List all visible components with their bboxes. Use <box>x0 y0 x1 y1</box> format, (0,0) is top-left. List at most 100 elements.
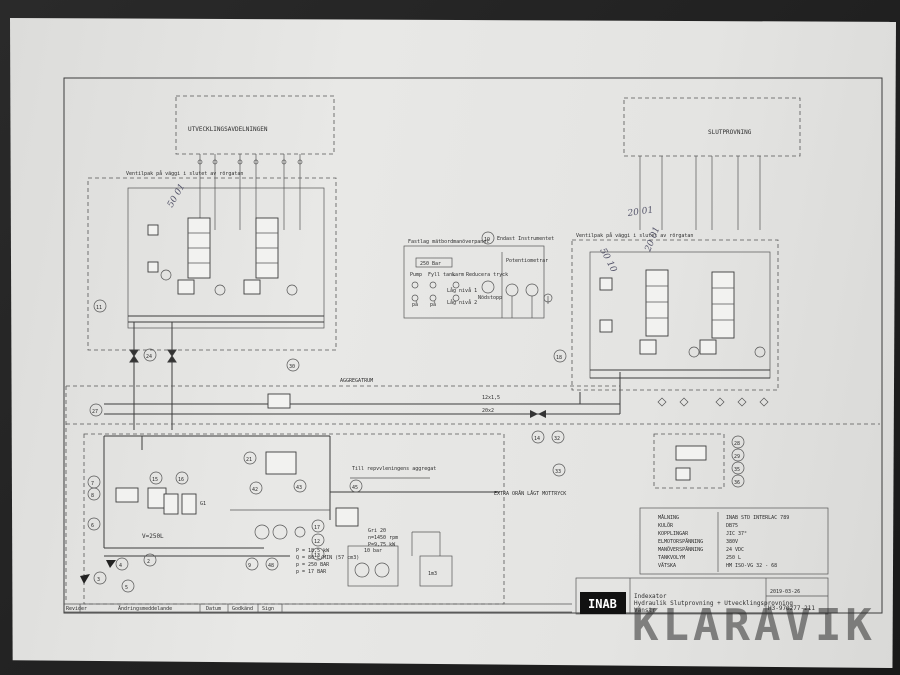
panel-title: Fastlag mätbordmanöverpanel <box>408 239 489 245</box>
right-supply-lines <box>639 156 761 230</box>
svg-text:Q = 80 L/MIN (57 cm3): Q = 80 L/MIN (57 cm3) <box>296 555 359 561</box>
svg-text:Nödstopp: Nödstopp <box>478 295 502 301</box>
svg-text:32: 32 <box>554 436 560 442</box>
watermark: KLARAVIK <box>632 600 876 651</box>
svg-text:9: 9 <box>248 563 251 569</box>
svg-text:19: 19 <box>484 237 490 243</box>
utveckling-label: UTVECKLINGSAVDELNINGEN <box>188 126 268 133</box>
revision-strip: Revider Ändringsmeddelande Datum Godkänd… <box>64 603 572 613</box>
svg-text:VÄTSKA: VÄTSKA <box>658 562 676 569</box>
svg-text:p = 250 BAR: p = 250 BAR <box>296 562 330 568</box>
title-label: Indexator <box>634 593 667 600</box>
svg-text:2: 2 <box>147 559 150 565</box>
svg-text:JIC 37°: JIC 37° <box>726 531 747 537</box>
right-valve-stacks <box>599 269 766 358</box>
svg-text:Sign: Sign <box>262 606 274 612</box>
svg-text:11: 11 <box>96 305 102 311</box>
drawing-number: H3-970277-211 <box>768 605 815 612</box>
svg-text:15: 15 <box>152 477 158 483</box>
company-logo: INAB <box>588 597 617 611</box>
extra-tryck-label: EXTRA ORÅN LÅGT MOTTRYCK <box>494 490 566 497</box>
svg-text:21: 21 <box>246 457 252 463</box>
pot-title: Potentiometrar <box>506 258 548 264</box>
slutprovning-label: SLUTPROVNING <box>708 129 752 136</box>
svg-text:MANÖVERSPÄNNING: MANÖVERSPÄNNING <box>658 546 703 553</box>
aggregatrum-label: AGGREGATRUM <box>340 378 373 384</box>
power-callouts: 7 8 6 15 16 21 43 42 17 12 13 45 4 2 3 5… <box>87 451 363 593</box>
panel-lamps <box>411 280 495 302</box>
svg-text:Revider: Revider <box>66 606 87 612</box>
svg-text:5: 5 <box>125 585 128 591</box>
check-valve <box>530 410 546 418</box>
svg-text:35: 35 <box>734 467 740 473</box>
right-valvepack-label: Ventilpak på väggi i slutet av rörgatan <box>576 232 693 239</box>
svg-text:INAB STD INTERLAC 789: INAB STD INTERLAC 789 <box>726 515 789 521</box>
svg-text:45: 45 <box>352 485 358 491</box>
svg-text:10 bar: 10 bar <box>364 548 382 554</box>
motor-specs: P = 18,5 kW Q = 80 L/MIN (57 cm3) p = 25… <box>296 548 359 575</box>
svg-text:43: 43 <box>296 485 302 491</box>
svg-text:12: 12 <box>314 539 320 545</box>
svg-text:24: 24 <box>146 354 152 360</box>
spec-rows: MÅLNING INAB STD INTERLAC 789 KULÖR DB75… <box>658 514 789 569</box>
title-subtitle: Vänstr <box>634 607 656 614</box>
svg-text:MÅLNING: MÅLNING <box>658 514 679 521</box>
title-date: 2019-03-26 <box>770 589 800 595</box>
svg-text:TANKVOLYM: TANKVOLYM <box>658 555 685 561</box>
svg-text:Ändringsmeddelande: Ändringsmeddelande <box>118 605 172 612</box>
svg-text:14: 14 <box>534 436 540 442</box>
left-supply-lines <box>197 154 303 230</box>
svg-text:n=1450 rpm: n=1450 rpm <box>368 535 398 541</box>
svg-text:Pump: Pump <box>410 272 422 278</box>
svg-text:p = 17 BAR: p = 17 BAR <box>296 569 327 575</box>
svg-text:Datum: Datum <box>206 606 221 612</box>
svg-text:Fyll tank: Fyll tank <box>428 272 455 278</box>
svg-text:Endast Instrumentet: Endast Instrumentet <box>497 236 554 242</box>
svg-text:8: 8 <box>91 493 94 499</box>
svg-text:27: 27 <box>92 409 98 415</box>
svg-text:6: 6 <box>91 523 94 529</box>
right-ports <box>657 397 769 407</box>
svg-text:P = 18,5 kW: P = 18,5 kW <box>296 548 330 554</box>
svg-text:12x1,5: 12x1,5 <box>482 395 500 401</box>
svg-text:380V: 380V <box>726 539 738 545</box>
svg-text:28: 28 <box>734 441 740 447</box>
svg-text:18: 18 <box>556 355 562 361</box>
svg-text:Godkänd: Godkänd <box>232 606 253 612</box>
panel-pressure: 250 Bar <box>420 261 441 267</box>
svg-text:Gri 20: Gri 20 <box>368 528 386 534</box>
svg-text:G1: G1 <box>200 501 206 507</box>
svg-text:1m3: 1m3 <box>428 571 437 577</box>
svg-text:30: 30 <box>289 364 295 370</box>
svg-text:HM ISO-VG 32 - 68: HM ISO-VG 32 - 68 <box>726 563 777 569</box>
drawing-frame <box>63 77 883 614</box>
svg-text:KOPPLINGAR: KOPPLINGAR <box>658 531 689 537</box>
svg-text:250 L: 250 L <box>726 555 741 561</box>
handwriting-left: 50 01 <box>166 182 188 209</box>
handwriting-right-1: 20 01 <box>626 205 654 219</box>
svg-text:16: 16 <box>178 477 184 483</box>
svg-text:48: 48 <box>268 563 274 569</box>
svg-text:på: på <box>412 301 418 308</box>
left-callouts: 11 30 24 <box>93 299 300 372</box>
spec-table <box>639 507 829 575</box>
tank-label: V=250L <box>142 533 164 540</box>
control-panel <box>403 245 545 319</box>
svg-text:Larm: Larm <box>452 272 464 278</box>
right-valvepack-outline <box>571 239 779 391</box>
paper-sheet <box>10 18 896 668</box>
svg-text:20x2: 20x2 <box>482 408 494 414</box>
svg-text:Låg nivå 1: Låg nivå 1 <box>447 287 477 294</box>
title-block: INAB Indexator Hydraulik Slutprovning + … <box>575 577 829 615</box>
svg-text:ELMOTORSPÄNNING: ELMOTORSPÄNNING <box>658 538 703 545</box>
svg-text:13: 13 <box>314 553 320 559</box>
arrow-heads <box>80 560 116 584</box>
svg-text:29: 29 <box>734 454 740 460</box>
slutprovning-box <box>623 97 801 157</box>
power-unit <box>83 433 505 605</box>
handwriting-right-2: 50 10 <box>597 247 618 275</box>
title-line: Hydraulik Slutprovning + Utvecklingsprov… <box>634 600 793 607</box>
svg-text:24 VDC: 24 VDC <box>726 547 744 553</box>
svg-text:4: 4 <box>119 563 122 569</box>
